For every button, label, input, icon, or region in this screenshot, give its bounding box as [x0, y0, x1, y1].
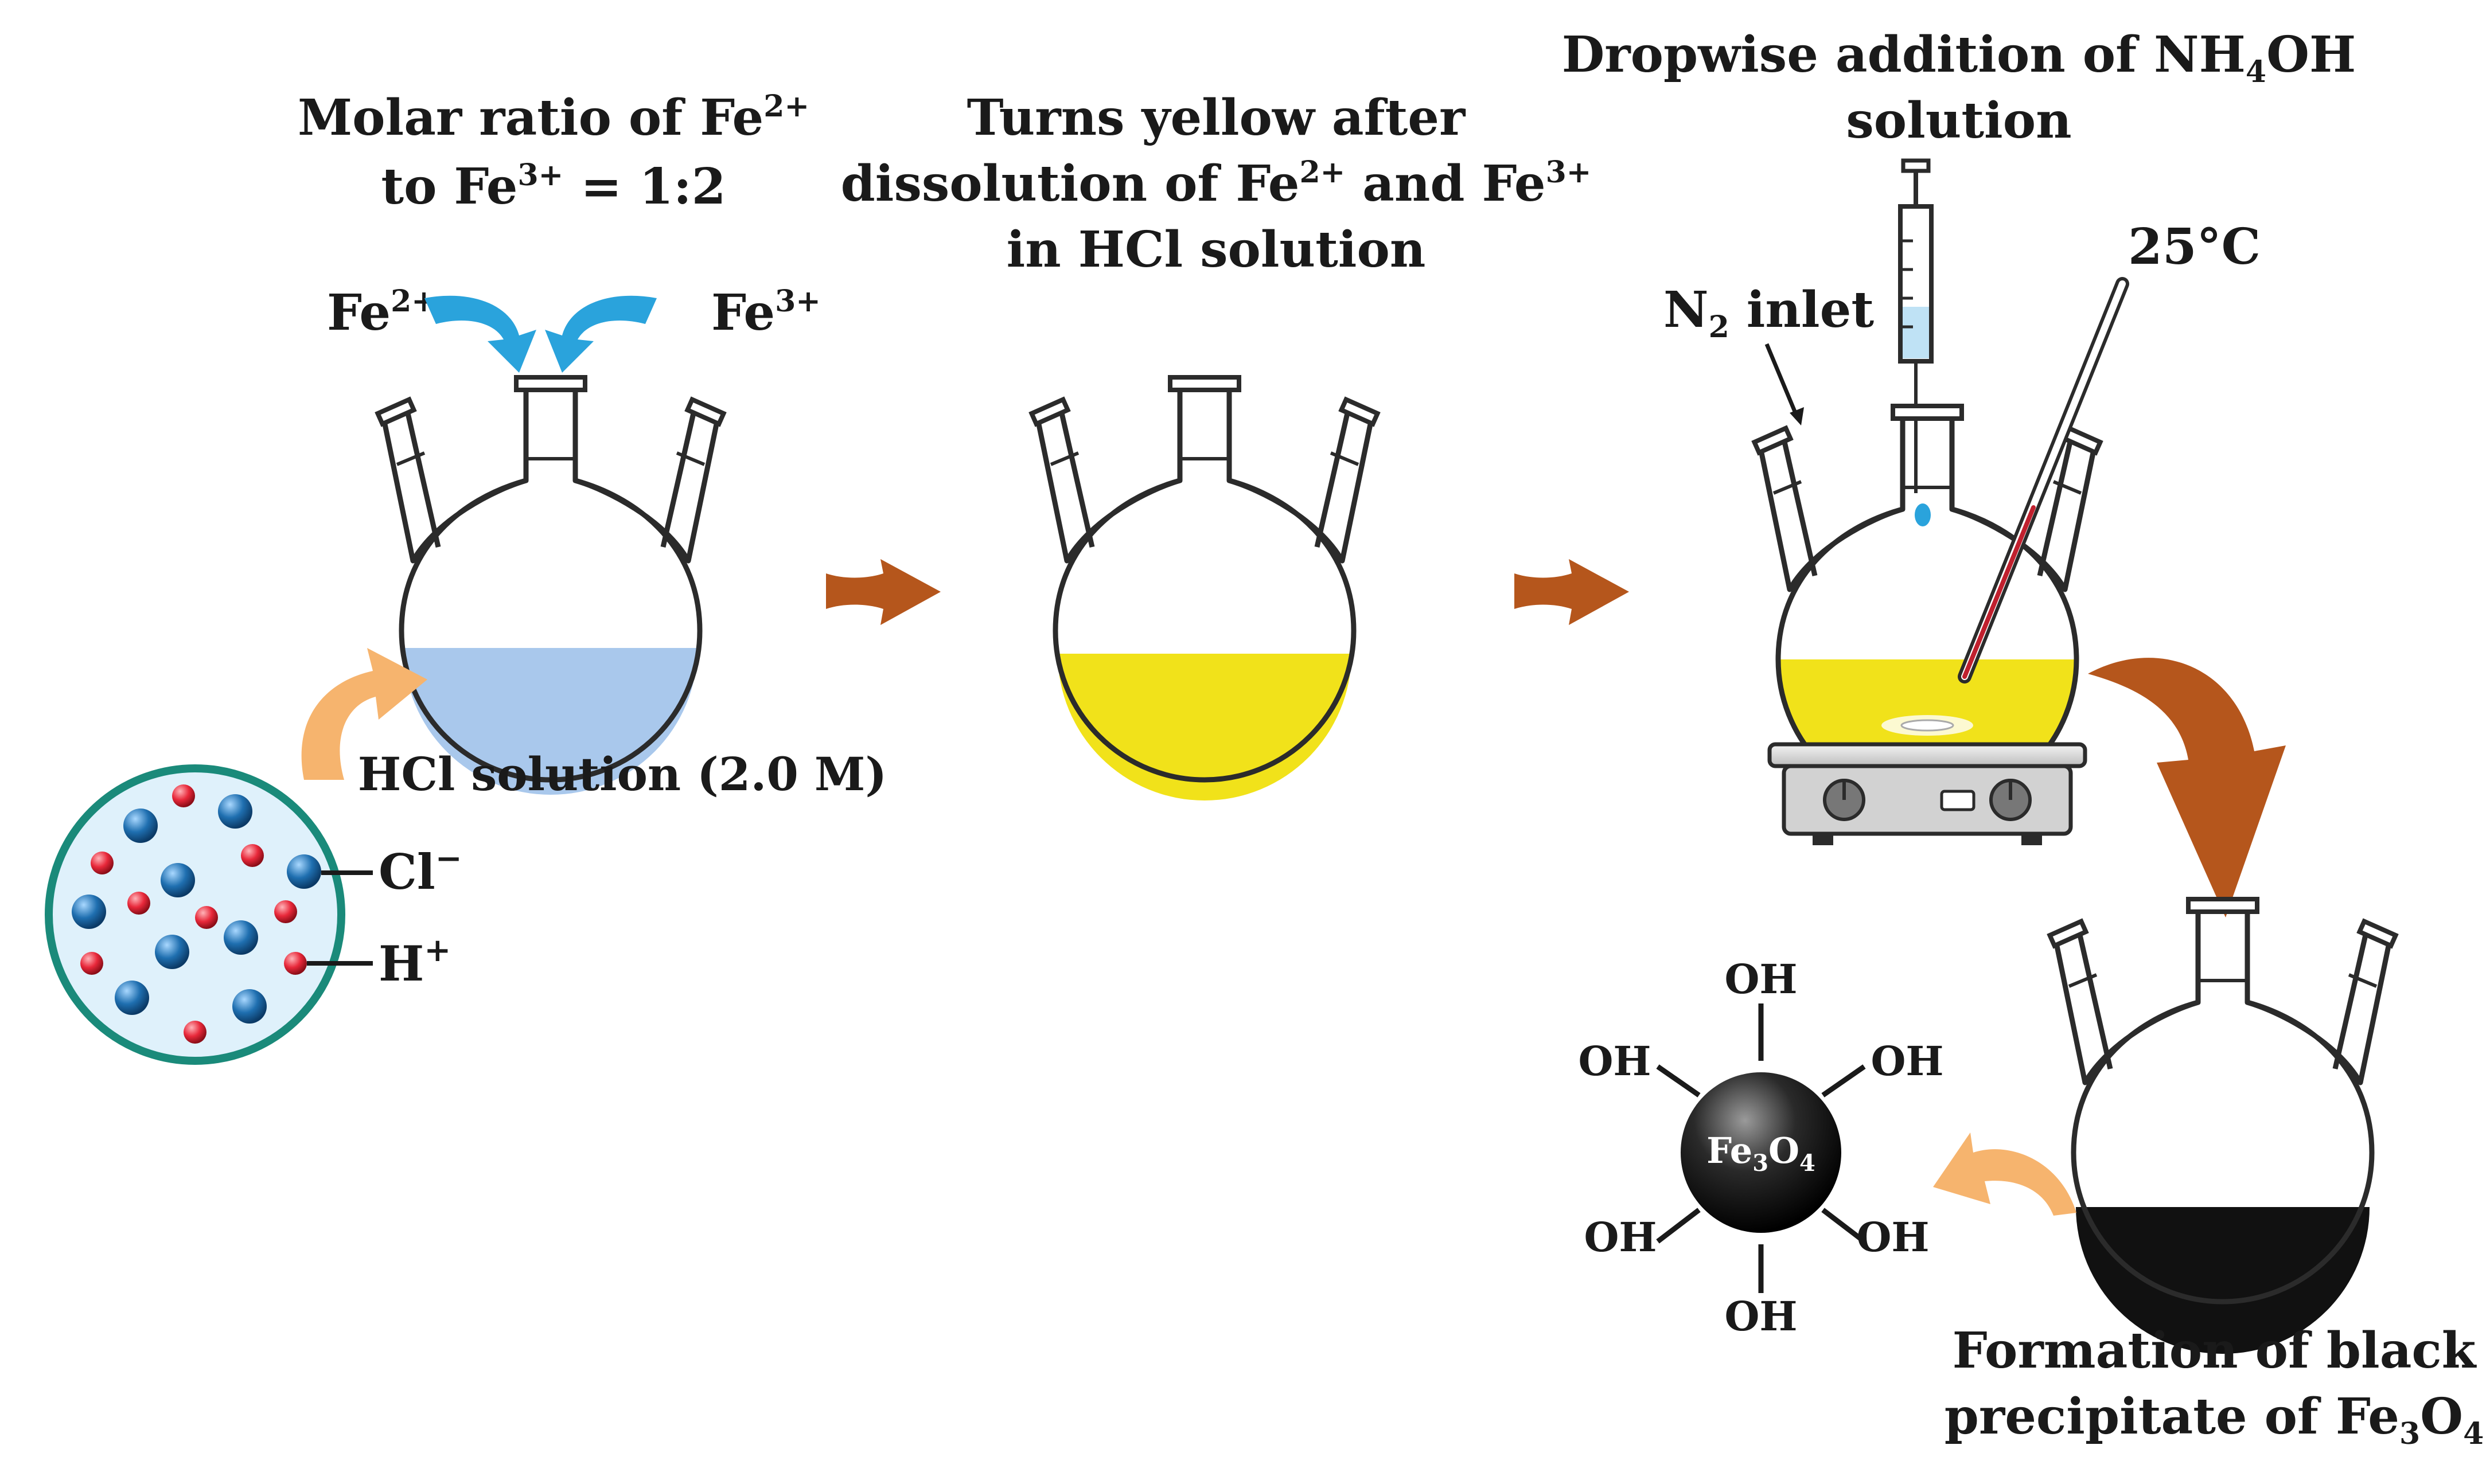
- proton-label: H+: [379, 931, 451, 992]
- fe2-label: Fe2+: [327, 284, 437, 342]
- step3-caption-l2: solution: [1846, 92, 2071, 150]
- step1-caption-l2-sup: 3+: [517, 158, 563, 193]
- svg-text:dissolution of Fe2+ and Fe3+: dissolution of Fe2+ and Fe3+: [841, 155, 1592, 213]
- n2-pointer-head: [1790, 407, 1804, 425]
- step2-caption: Turns yellow after dissolution of Fe2+ a…: [841, 89, 1592, 279]
- step2-caption-l3: in HCl solution: [1007, 221, 1426, 279]
- oh-group: OH: [1724, 955, 1797, 1003]
- hcl-solution-label: HCl solution (2.0 M): [358, 747, 887, 801]
- fe3-arrow: [545, 295, 657, 373]
- oh-group: OH: [1871, 1037, 1943, 1085]
- step1-to-step2-arrow: [826, 559, 941, 625]
- ion-to-flask-arrow: [301, 648, 427, 780]
- step4-caption-l1: Formation of black: [1953, 1322, 2477, 1380]
- yellow-liquid: [1058, 654, 1351, 800]
- fe3-label: Fe3+: [711, 284, 821, 342]
- chloride-label: Cl−: [379, 839, 462, 900]
- oh-group: OH: [1578, 1037, 1651, 1085]
- flask-black: [2050, 899, 2396, 1354]
- step1-caption-l1: Molar ratio of Fe: [298, 89, 763, 147]
- n2-pointer: [1764, 343, 1798, 414]
- svg-text:to Fe3+ = 1:2: to Fe3+ = 1:2: [381, 158, 726, 216]
- proton-ions: [80, 784, 307, 1044]
- step3-to-step4-arrow: [2088, 658, 2286, 917]
- oh-group: OH: [1724, 1292, 1797, 1340]
- svg-text:Dropwise addition of NH4OH: Dropwise addition of NH4OH: [1562, 26, 2356, 89]
- step1-caption-l2: to Fe: [381, 158, 517, 216]
- hot-plate: [1767, 742, 2087, 845]
- n2-inlet-label: N2 inlet: [1663, 281, 1874, 345]
- black-precipitate: [2076, 1207, 2370, 1354]
- step1-caption-l2-tail: = 1:2: [563, 158, 726, 216]
- step1-caption-l1-sup: 2+: [763, 89, 809, 124]
- fe2-arrow: [424, 295, 536, 373]
- step2-to-step3-arrow: [1514, 559, 1629, 625]
- flask-hcl: [378, 377, 724, 795]
- thermometer: [1958, 277, 2129, 684]
- temperature-label: 25°C: [2128, 218, 2261, 276]
- flask-yellow: [1032, 377, 1378, 800]
- step1-caption: Molar ratio of Fe2+ to Fe3+ = 1:2: [298, 89, 809, 216]
- svg-text:precipitate of Fe3O4: precipitate of Fe3O4: [1945, 1388, 2484, 1451]
- oh-group: OH: [1856, 1213, 1929, 1261]
- oh-group: OH: [1584, 1213, 1657, 1261]
- nanoparticle-core-label: Fe3O4: [1706, 1130, 1815, 1177]
- ion-bubble: [45, 764, 345, 1065]
- svg-text:Molar ratio of Fe2+: Molar ratio of Fe2+: [298, 89, 809, 147]
- step4-caption: Formation of black precipitate of Fe3O4: [1945, 1322, 2484, 1451]
- chloride-ions: [72, 794, 321, 1024]
- step2-caption-l1: Turns yellow after: [967, 89, 1466, 147]
- fe3o4-nanoparticle: Fe3O4 OH OH OH OH OH OH: [1578, 955, 1943, 1340]
- syringe: [1898, 158, 1934, 526]
- step4-to-nanoparticle-arrow: [1933, 1132, 2076, 1216]
- step3-caption: Dropwise addition of NH4OH solution: [1562, 26, 2356, 150]
